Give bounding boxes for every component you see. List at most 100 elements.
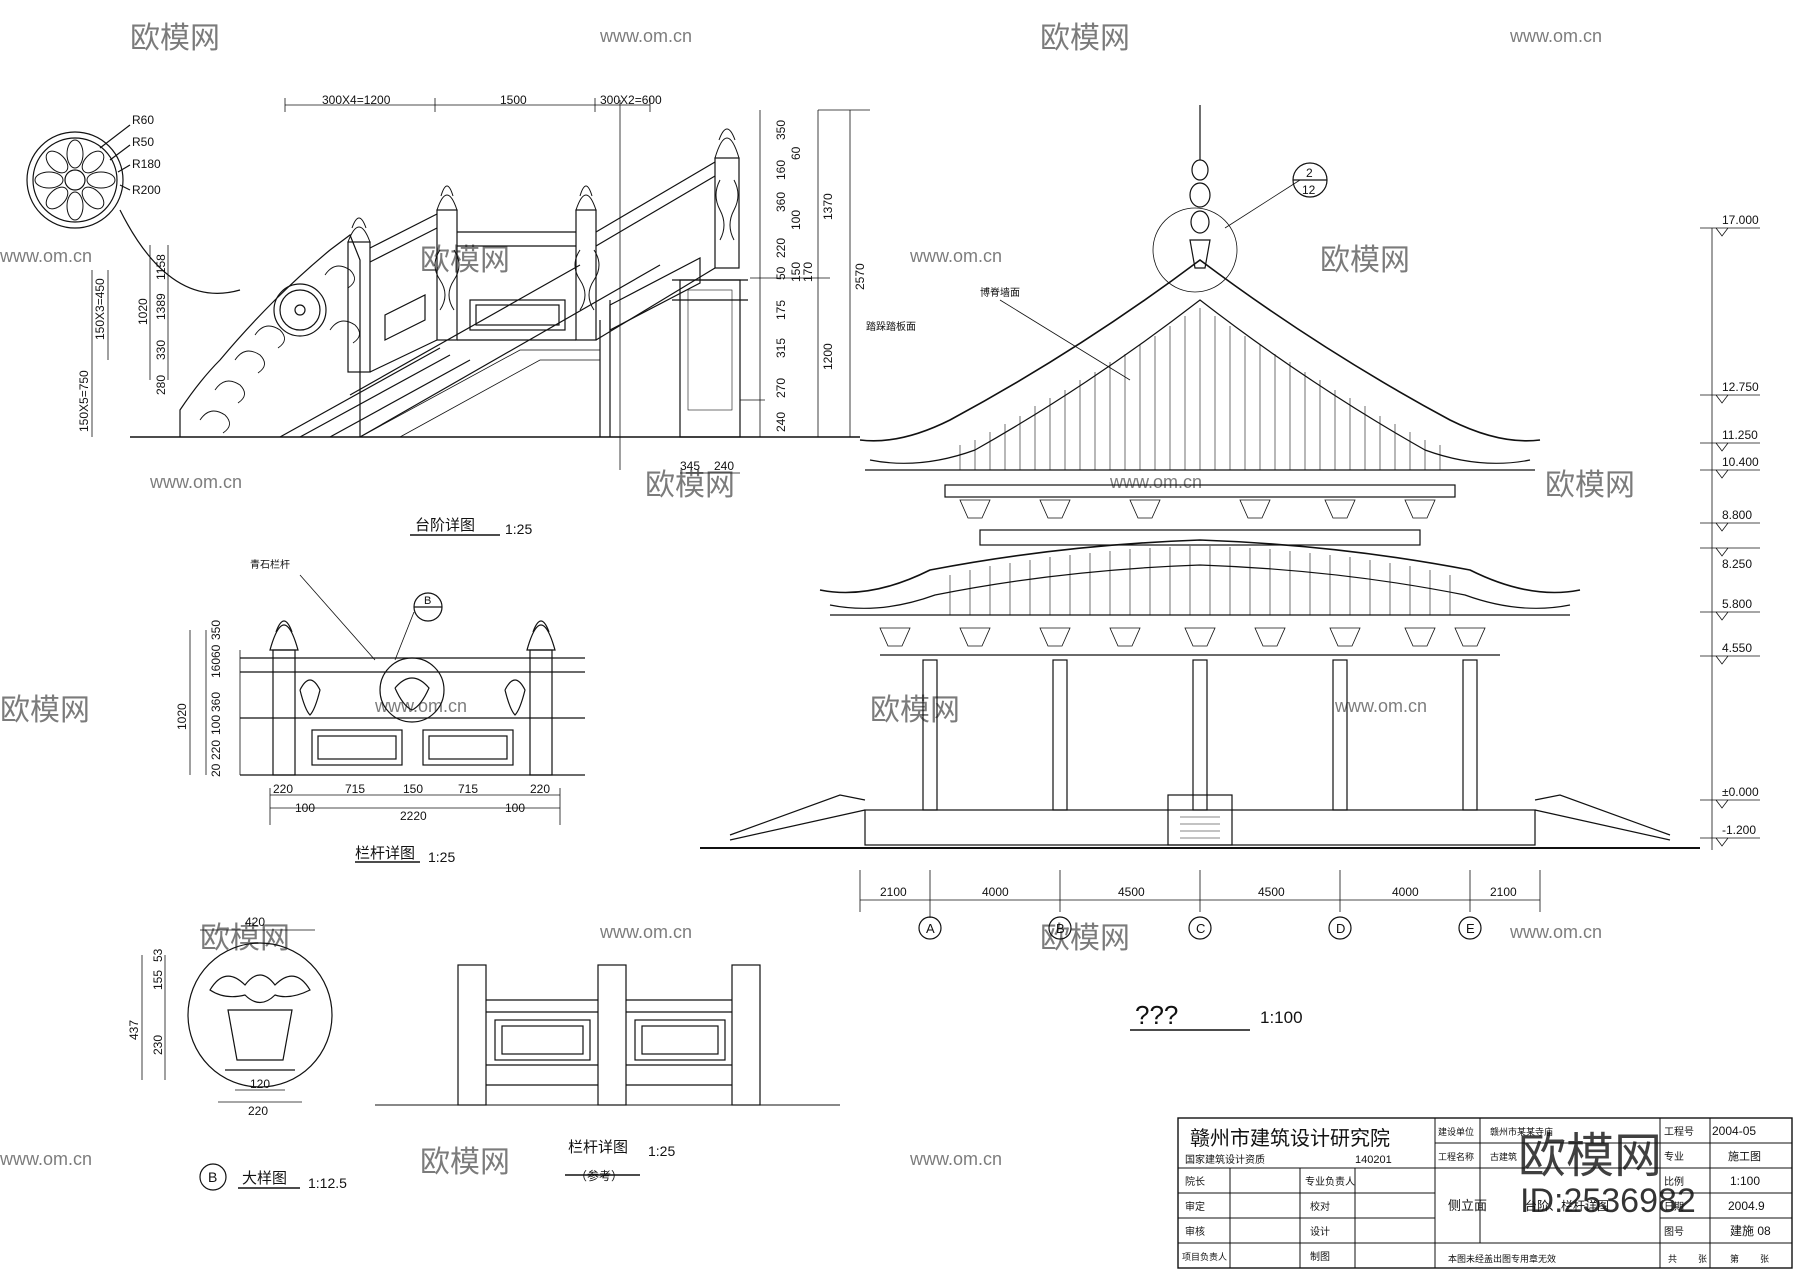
dim-label: 20 xyxy=(209,763,223,777)
level-label: 8.800 xyxy=(1722,508,1752,522)
dim-label: 100 xyxy=(295,801,315,815)
dim-label: 220 xyxy=(774,238,788,258)
step-detail-scale: 1:25 xyxy=(505,521,532,537)
dim-label: 315 xyxy=(774,338,788,358)
watermark-layer: 欧模网 www.om.cn 欧模网 www.om.cn www.om.cn 欧模… xyxy=(0,21,1635,1180)
dim-label: 420 xyxy=(245,915,265,929)
dim-label: 1158 xyxy=(154,254,168,280)
dim-label: 345 xyxy=(680,459,700,473)
bay-dimension: 4500 xyxy=(1118,885,1145,899)
step-detail: R60 R50 R180 R200 xyxy=(26,98,870,536)
dim-label: 160 xyxy=(209,658,223,678)
axis-label: C xyxy=(1196,921,1205,936)
dim-label: 53 xyxy=(151,948,165,962)
side-elevation xyxy=(700,105,1760,1031)
tb-right-label: 专业 xyxy=(1664,1150,1684,1163)
level-label: -1.200 xyxy=(1722,823,1756,837)
watermark-url: www.om.cn xyxy=(0,1149,92,1169)
project-label: 建设单位 xyxy=(1438,1126,1474,1137)
railing-detail-text: 青石栏杆 B 220 715 150 715 220 100 2220 100 … xyxy=(175,558,550,865)
tb-row-label: 审定 xyxy=(1185,1200,1205,1213)
elevation-note: 博脊墙面 xyxy=(980,286,1020,299)
watermark-url: www.om.cn xyxy=(1334,696,1427,716)
level-label: 8.250 xyxy=(1722,557,1752,571)
watermark-url: www.om.cn xyxy=(1509,26,1602,46)
tb-right-label: 工程号 xyxy=(1664,1126,1694,1138)
dim-label: 220 xyxy=(209,740,223,760)
watermark-cn: 欧模网 xyxy=(420,243,510,278)
dim-label: 230 xyxy=(151,1035,165,1055)
tb-sheet-no: 建施 08 xyxy=(1730,1224,1771,1238)
step-note: 踏跺踏板面 xyxy=(866,320,916,333)
watermark-url: www.om.cn xyxy=(1509,922,1602,942)
rosette-r-label: R180 xyxy=(132,157,161,171)
dim-label: 240 xyxy=(774,412,788,432)
watermark-url: www.om.cn xyxy=(1109,472,1202,492)
dim-label: 1200 xyxy=(821,343,835,370)
level-label: 5.800 xyxy=(1722,597,1752,611)
bay-dimension: 4000 xyxy=(982,885,1009,899)
dim-label: 150 xyxy=(789,262,803,282)
watermark-cn: 欧模网 xyxy=(1040,21,1130,56)
dim-label: 715 xyxy=(345,782,365,796)
watermark-cn: 欧模网 xyxy=(200,921,290,956)
watermark-cn: 欧模网 xyxy=(0,693,90,728)
watermark-url: www.om.cn xyxy=(149,472,242,492)
dim-label: 280 xyxy=(154,375,168,395)
rosette-r-label: R50 xyxy=(132,135,154,149)
detail-b-title: 大样图 xyxy=(242,1170,287,1187)
subproject-label: 工程名称 xyxy=(1438,1151,1474,1162)
dim-label: 100 xyxy=(209,715,223,735)
dim-label: 100 xyxy=(789,210,803,230)
elevation-scale: 1:100 xyxy=(1260,1008,1303,1027)
axis-label: B xyxy=(1056,921,1065,936)
railing-callout-note: 青石栏杆 xyxy=(250,558,290,571)
tb-date2: 2004.9 xyxy=(1728,1199,1765,1213)
watermark-cn: 欧模网 xyxy=(1320,243,1410,278)
detail-b-scale: 1:12.5 xyxy=(308,1175,347,1191)
upper-roof-tiles xyxy=(959,308,1441,470)
subproject-name: 古建筑 xyxy=(1490,1151,1517,1162)
bay-dimension: 2100 xyxy=(880,885,907,899)
watermark-url: www.om.cn xyxy=(599,922,692,942)
dim-label: 270 xyxy=(774,378,788,398)
dim-label: 360 xyxy=(209,692,223,712)
tb-row-label: 院长 xyxy=(1185,1175,1205,1188)
dim-label: 150 xyxy=(403,782,423,796)
dim-label: 220 xyxy=(273,782,293,796)
step-detail-text: 300X4=1200 1500 300X2=600 150X5=750 150X… xyxy=(77,93,916,537)
dim-label: 160 xyxy=(774,160,788,180)
watermark-cn: 欧模网 xyxy=(1040,921,1130,956)
railing-reference xyxy=(375,964,840,1176)
dim-label: 60 xyxy=(209,644,223,658)
tb-sign: 第 xyxy=(1730,1253,1739,1264)
watermark-url: www.om.cn xyxy=(374,696,467,716)
dim-label: 50 xyxy=(774,266,788,280)
detail-b-text: 420 437 155 53 230 120 220 B 大样图 1:12.5 xyxy=(127,915,347,1191)
dim-label: 150X5=750 xyxy=(77,370,91,432)
level-label: 12.750 xyxy=(1722,380,1759,394)
dim-label: 240 xyxy=(714,459,734,473)
axis-label: D xyxy=(1336,921,1345,936)
title-block-text: 赣州市建筑设计研究院 国家建筑设计资质 140201 院长 审定 审核 项目负责… xyxy=(1182,1124,1771,1264)
rosette-detail xyxy=(26,124,241,294)
detail-b xyxy=(141,929,333,1191)
dim-label: 175 xyxy=(774,300,788,320)
tb-row-label: 校对 xyxy=(1310,1200,1330,1213)
axis-label: E xyxy=(1466,921,1475,936)
callout-number: 2 xyxy=(1306,166,1313,180)
dim-label: 437 xyxy=(127,1020,141,1040)
dim-label: 350 xyxy=(209,620,223,640)
tb-stage: 施工图 xyxy=(1728,1150,1761,1163)
dim-label: 2220 xyxy=(400,809,427,823)
dim-label: 350 xyxy=(774,120,788,140)
dim-label: 1389 xyxy=(154,293,168,320)
tb-row-label: 专业负责人 xyxy=(1305,1175,1355,1188)
level-label: 17.000 xyxy=(1722,213,1759,227)
watermark-url: www.om.cn xyxy=(599,26,692,46)
watermark-id: ID:2536982 xyxy=(1520,1182,1696,1220)
dim-label: 120 xyxy=(250,1077,270,1091)
dim-label: 220 xyxy=(248,1104,268,1118)
dim-label: 170 xyxy=(801,262,815,282)
dim-label: 300X4=1200 xyxy=(322,93,391,107)
